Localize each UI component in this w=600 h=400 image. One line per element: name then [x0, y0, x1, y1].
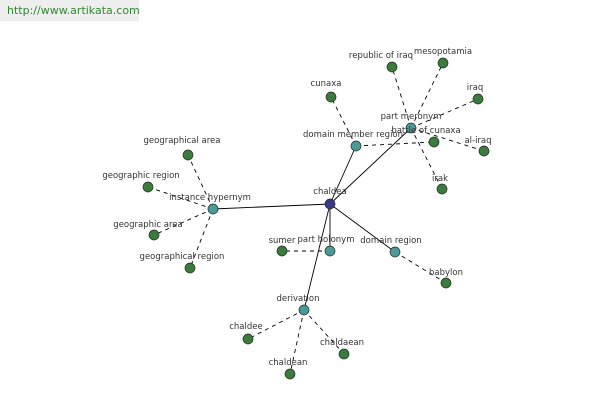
- leaf-node-al-iraq[interactable]: [478, 145, 490, 157]
- relation-node-domain-member-region[interactable]: [350, 140, 362, 152]
- edge-instance-hypernym: [212, 203, 331, 210]
- source-link[interactable]: http://www.artikata.com: [0, 0, 140, 21]
- relation-node-part-holonym[interactable]: [324, 245, 336, 257]
- center-label-chaldea[interactable]: chaldea: [313, 187, 346, 197]
- leaf-node-mesopotamia[interactable]: [437, 57, 449, 69]
- relation-label-domain-region[interactable]: domain region: [360, 236, 421, 246]
- leaf-label-babylon[interactable]: babylon: [429, 268, 463, 278]
- edge-cunaxa: [330, 96, 357, 147]
- leaf-label-chaldean[interactable]: chaldean: [269, 358, 308, 368]
- leaf-node-battle-of-cunaxa[interactable]: [428, 136, 440, 148]
- leaf-label-al-iraq[interactable]: al-iraq: [464, 136, 491, 146]
- leaf-label-sumer[interactable]: sumer: [269, 236, 296, 246]
- edge-chaldee: [247, 309, 305, 340]
- leaf-label-republic-of-iraq[interactable]: republic of iraq: [349, 51, 413, 61]
- leaf-node-sumer[interactable]: [276, 245, 288, 257]
- edge-derivation: [303, 203, 331, 311]
- leaf-label-cunaxa[interactable]: cunaxa: [311, 79, 342, 89]
- relation-node-instance-hypernym[interactable]: [207, 203, 219, 215]
- center-node-chaldea[interactable]: [324, 198, 336, 210]
- leaf-label-chaldaean[interactable]: chaldaean: [320, 338, 364, 348]
- leaf-node-babylon[interactable]: [440, 277, 452, 289]
- leaf-node-geographic-region[interactable]: [142, 181, 154, 193]
- edge-geographic-area: [153, 208, 214, 236]
- leaf-label-chaldee[interactable]: chaldee: [229, 322, 263, 332]
- edge-chaldaean: [303, 309, 345, 355]
- leaf-label-geographic-region[interactable]: geographic region: [102, 171, 179, 181]
- leaf-node-geographical-region[interactable]: [184, 262, 196, 274]
- leaf-node-geographic-area[interactable]: [148, 229, 160, 241]
- leaf-label-mesopotamia[interactable]: mesopotamia: [414, 47, 472, 57]
- node-layer: [142, 57, 490, 380]
- relation-label-derivation[interactable]: derivation: [276, 294, 319, 304]
- edge-irak: [410, 127, 443, 190]
- edge-geographical-region: [189, 208, 214, 269]
- relation-node-derivation[interactable]: [298, 304, 310, 316]
- leaf-node-cunaxa[interactable]: [325, 91, 337, 103]
- edge-battle-of-cunaxa: [355, 141, 435, 147]
- edge-geographic-region: [147, 186, 214, 210]
- leaf-label-geographical-region[interactable]: geographical region: [140, 252, 225, 262]
- relation-label-part-meronym[interactable]: part meronym: [381, 112, 442, 122]
- leaf-node-republic-of-iraq[interactable]: [386, 61, 398, 73]
- relation-label-instance-hypernym[interactable]: instance hypernym: [169, 193, 251, 203]
- edge-part-meronym: [329, 127, 412, 205]
- edge-republic-of-iraq: [391, 66, 412, 129]
- leaf-label-geographical-area[interactable]: geographical area: [144, 136, 221, 146]
- leaf-node-irak[interactable]: [436, 183, 448, 195]
- label-layer: geographical area geographic region geogra…: [102, 47, 491, 368]
- leaf-label-iraq[interactable]: iraq: [467, 83, 483, 93]
- relation-label-part-holonym[interactable]: part holonym: [298, 235, 355, 245]
- leaf-node-chaldean[interactable]: [284, 368, 296, 380]
- relation-label-domain-member-region[interactable]: domain member region: [303, 130, 403, 140]
- relation-node-domain-region[interactable]: [389, 246, 401, 258]
- leaf-node-chaldaean[interactable]: [338, 348, 350, 360]
- leaf-node-chaldee[interactable]: [242, 333, 254, 345]
- relation-node-part-meronym[interactable]: [405, 122, 417, 134]
- edge-layer: [147, 62, 485, 375]
- edge-domain-region: [329, 203, 396, 253]
- leaf-node-geographical-area[interactable]: [182, 149, 194, 161]
- edge-geographical-area: [187, 154, 214, 210]
- leaf-node-iraq[interactable]: [472, 93, 484, 105]
- edge-domain-member-region: [329, 145, 357, 205]
- leaf-label-geographic-area[interactable]: geographic area: [113, 220, 182, 230]
- edge-babylon: [394, 251, 447, 284]
- edge-chaldean: [289, 309, 305, 375]
- leaf-label-battle-of-cunaxa[interactable]: battle of cunaxa: [391, 126, 460, 136]
- leaf-label-irak[interactable]: irak: [432, 174, 448, 184]
